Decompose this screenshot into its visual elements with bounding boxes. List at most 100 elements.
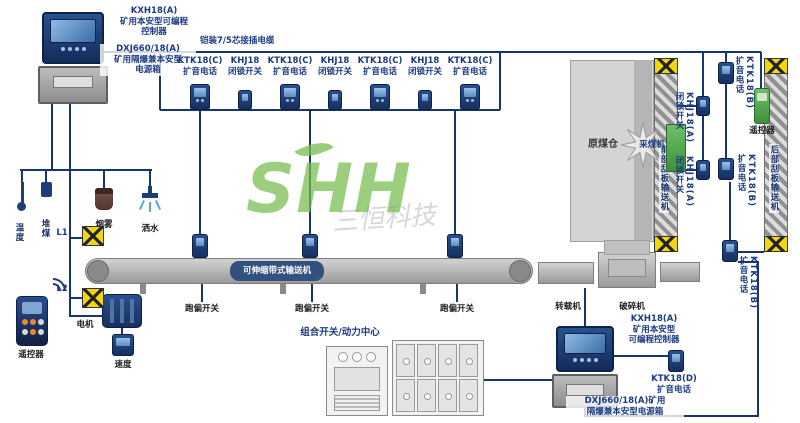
deviation-switch-label-2: 跑偏开关 xyxy=(294,304,329,314)
speed-sensor-icon[interactable] xyxy=(112,334,134,356)
sensor-label-coal: 堆煤 xyxy=(40,218,50,239)
lock-switch-device-1[interactable] xyxy=(238,90,252,110)
remote-label: 遥控器 xyxy=(18,350,44,360)
right-phone-device-1[interactable] xyxy=(718,62,734,84)
phone-ktk18d-label: KTK18(D) 扩音电话 xyxy=(651,374,697,395)
belt-roller-left xyxy=(87,260,109,282)
hazard-marker-rear-bottom xyxy=(764,236,788,252)
lock-switch-device-3[interactable] xyxy=(418,90,432,110)
rear-conveyor-label: 后部刮板输送机 xyxy=(769,144,779,213)
right-device-label-4: KTK18(B)扩音电话 xyxy=(736,154,756,208)
temperature-sensor-icon[interactable] xyxy=(21,182,24,204)
phone-device-3[interactable] xyxy=(370,84,390,110)
coal-pile-sensor-icon[interactable] xyxy=(41,182,52,197)
phone-device-2[interactable] xyxy=(280,84,300,110)
deviation-switch-label-1: 跑偏开关 xyxy=(184,304,219,314)
motor-label: 电机 xyxy=(76,320,94,330)
belt-roller-right xyxy=(509,260,531,282)
controller-bottom-label: KXH18(A) 矿用本安型 可编程控制器 xyxy=(628,314,680,345)
shearer-body[interactable] xyxy=(666,124,686,172)
top-row-label-7: KTK18(C)扩音电话 xyxy=(447,56,493,77)
right-phone-device-3[interactable] xyxy=(722,240,738,262)
power-box-bottom-plate xyxy=(566,384,604,396)
controller-top-label-l1: KXH18(A) xyxy=(130,6,178,16)
hazard-marker-rear-top xyxy=(764,58,788,74)
power-center-label: 组合开关/动力中心 xyxy=(300,327,380,338)
power-center-cabinet-right[interactable] xyxy=(392,340,484,416)
speed-label: 速度 xyxy=(114,360,132,370)
power-center-cabinet-left[interactable] xyxy=(326,346,388,416)
belt-leg xyxy=(420,284,426,294)
power-box-plate xyxy=(52,76,94,88)
power-top-label-l2: 矿用隔爆兼本安型 xyxy=(113,54,182,65)
sensor-label-smoke: 烟雾 xyxy=(95,220,113,230)
power-top-label: DXJ660/18(A) 矿用隔爆兼本安型 电源箱 xyxy=(100,44,196,76)
plc-controller-top[interactable] xyxy=(42,12,104,64)
controller-bottom-screen xyxy=(564,333,606,354)
controller-top-label-l2: 矿用本安型可编程 xyxy=(119,16,188,27)
sprinkler-stem xyxy=(148,186,152,194)
right-device-label-3: KHJ18(A)闭锁开关 xyxy=(674,156,694,208)
transfer-label: 转载机 xyxy=(555,302,581,312)
hazard-marker-front-top xyxy=(654,58,678,74)
remote-green-label: 遥控器 xyxy=(749,126,775,136)
coal-bunker-chute xyxy=(604,240,650,255)
phone-device-4[interactable] xyxy=(460,84,480,110)
right-device-label-1: KTK18(B)扩音电话 xyxy=(734,56,754,110)
lock-switch-device-2[interactable] xyxy=(328,90,342,110)
l2-label: L2 xyxy=(56,284,68,294)
deviation-switch-device-3[interactable] xyxy=(447,234,463,258)
top-row-label-5: KTK18(C)扩音电话 xyxy=(357,56,403,77)
remote-control-icon[interactable] xyxy=(16,296,48,346)
phone-device-1[interactable] xyxy=(190,84,210,110)
sprinkler-icon[interactable] xyxy=(142,193,158,198)
power-top-label-l1: DXJ660/18(A) xyxy=(116,44,180,54)
deviation-switch-device-2[interactable] xyxy=(302,234,318,258)
power-bottom-label: DXJ660/18(A)矿用 隔爆兼本安型电源箱 xyxy=(566,396,684,417)
spray-line-2 xyxy=(149,202,151,212)
deviation-switch-device-1[interactable] xyxy=(192,234,208,258)
controller-buttons xyxy=(44,46,102,51)
belt-leg xyxy=(140,284,146,294)
hazard-marker-l2 xyxy=(82,288,104,308)
front-conveyor-label: 前部刮板输送机 xyxy=(659,144,669,213)
sensor-label-spray: 洒水 xyxy=(141,224,159,234)
right-switch-device-2[interactable] xyxy=(696,160,710,180)
power-top-label-l3: 电源箱 xyxy=(135,65,161,75)
controller-bottom-buttons xyxy=(558,357,612,362)
remote-control-green-icon[interactable] xyxy=(754,88,770,124)
phone-device-ktk18d[interactable] xyxy=(668,350,684,372)
right-device-label-2: KHJ18(A)闭锁开关 xyxy=(674,92,694,144)
motor-icon[interactable] xyxy=(102,294,142,328)
hazard-marker-l1 xyxy=(82,226,104,246)
plc-controller-bottom[interactable] xyxy=(556,326,614,372)
belt-title-band: 可伸缩带式输送机 xyxy=(230,261,324,281)
controller-top-label: KXH18(A) 矿用本安型可编程 控制器 xyxy=(108,6,200,38)
bunker-label: 原煤仓 xyxy=(588,139,618,150)
controller-screen xyxy=(50,19,96,43)
hazard-marker-front-bottom xyxy=(654,236,678,252)
power-box-top[interactable] xyxy=(38,66,108,104)
shearer-star-icon[interactable] xyxy=(620,122,666,168)
l1-label: L1 xyxy=(56,228,68,238)
right-switch-device-1[interactable] xyxy=(696,96,710,116)
cable-label: 铠装7/5芯接插电缆 xyxy=(200,36,275,46)
controller-top-label-l3: 控制器 xyxy=(141,27,167,37)
temperature-sensor-bulb xyxy=(17,202,26,211)
crusher-machine[interactable] xyxy=(598,252,656,288)
shearer-label: 采煤机 xyxy=(639,140,665,150)
belt-leg xyxy=(280,284,286,294)
sensor-label-temperature: 温度 xyxy=(14,222,24,243)
top-row-label-1: KTK18(C)扩音电话 xyxy=(177,56,223,77)
right-phone-device-2[interactable] xyxy=(718,158,734,180)
right-device-label-5: KTK18(B)扩音电话 xyxy=(738,256,758,310)
top-row-label-3: KTK18(C)扩音电话 xyxy=(267,56,313,77)
transfer-machine[interactable] xyxy=(538,262,594,284)
crusher-outlet xyxy=(660,262,700,282)
deviation-switch-label-3: 跑偏开关 xyxy=(439,304,474,314)
